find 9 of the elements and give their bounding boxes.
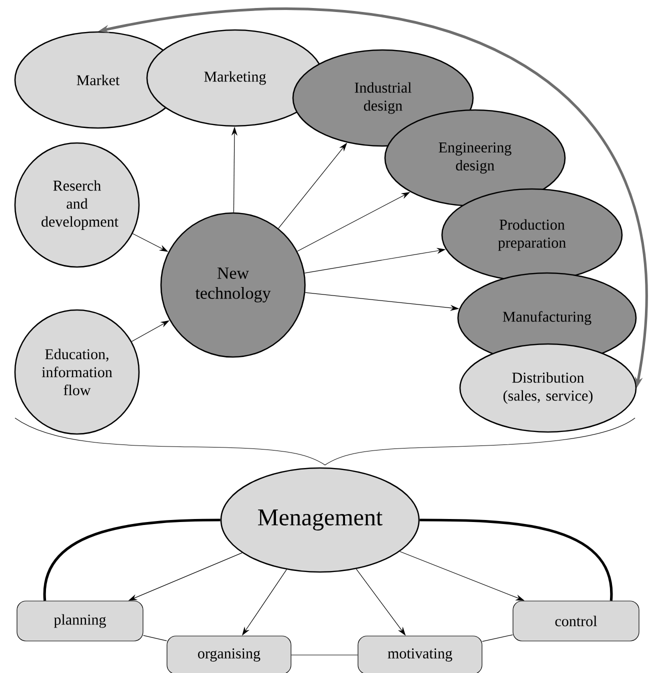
rounded-box: planning (16, 600, 144, 642)
connector-line (291, 654, 358, 656)
rounded-box: control (512, 600, 640, 642)
connector-line (143, 635, 167, 642)
rounded-box: organising (166, 636, 292, 673)
rounded-box: motivating (358, 636, 482, 673)
connector-line (420, 518, 612, 601)
connector-line (44, 518, 220, 601)
connector-line (482, 634, 513, 642)
